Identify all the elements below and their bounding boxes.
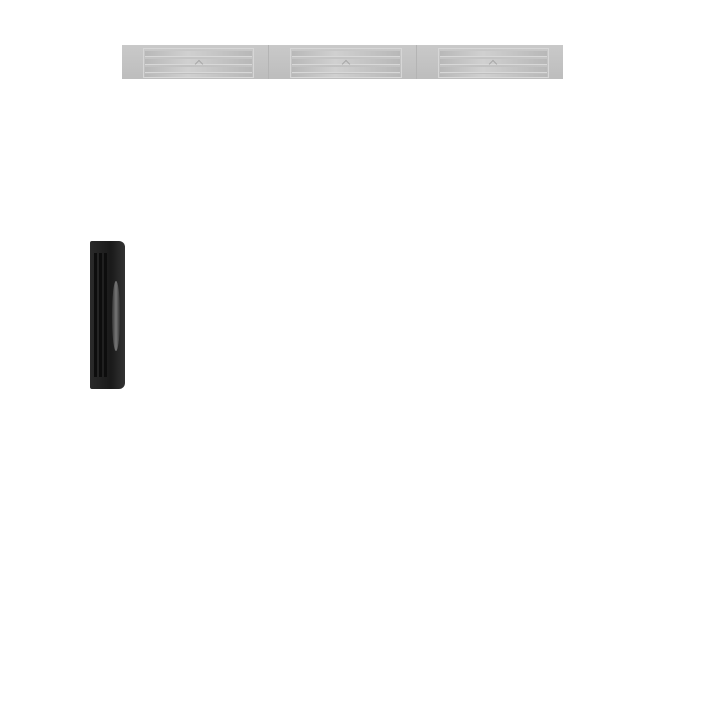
fan-grille — [290, 48, 402, 78]
fan-segment — [269, 45, 417, 79]
fan-grille — [437, 48, 549, 78]
dark-fan-side-image — [90, 241, 125, 389]
fan-segment — [122, 45, 270, 79]
triple-fan-product-image — [122, 45, 563, 79]
fan-hub — [112, 281, 120, 351]
fan-segment — [416, 45, 563, 79]
fan-grille — [143, 48, 255, 78]
